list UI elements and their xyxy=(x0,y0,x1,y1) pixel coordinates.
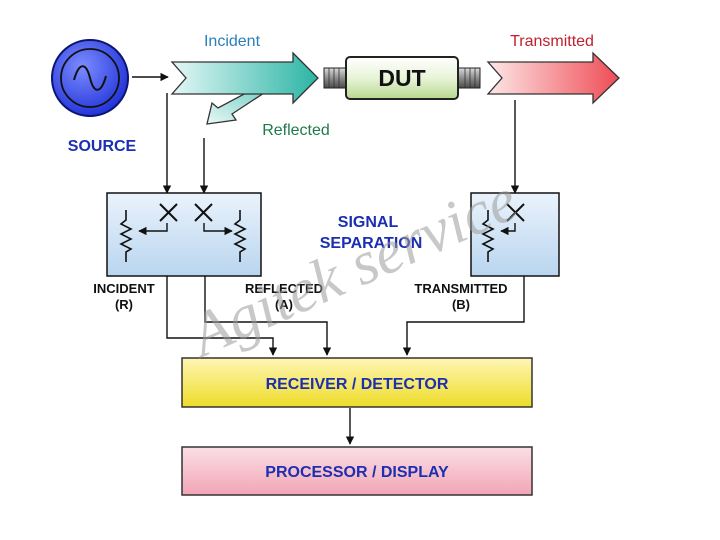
port-incident-sub: (R) xyxy=(115,297,133,312)
signal-separation-left xyxy=(106,192,262,277)
incident-arrow xyxy=(170,51,319,105)
source-inner-ring xyxy=(60,48,120,108)
processor-display: PROCESSOR / DISPLAY xyxy=(181,446,533,496)
dut-label: DUT xyxy=(378,65,425,91)
connector-threads xyxy=(328,68,476,88)
reflected-a-line xyxy=(204,276,332,356)
dut-right-connector xyxy=(457,67,481,89)
incident-label: Incident xyxy=(204,33,261,50)
coupled-path xyxy=(203,223,233,236)
sine-wave-icon xyxy=(73,65,107,91)
signal-lines xyxy=(132,72,525,445)
dut-body xyxy=(345,56,459,100)
incident-r-line xyxy=(166,276,278,356)
dut-left-connector xyxy=(323,67,347,89)
transmitted-label: Transmitted xyxy=(510,33,594,50)
signal-separation-label: SIGNAL xyxy=(338,214,399,231)
coupled-path xyxy=(500,223,516,236)
source-label: SOURCE xyxy=(68,138,137,155)
processor-box xyxy=(181,446,533,496)
reflected-arrow xyxy=(206,92,267,125)
receiver-label: RECEIVER / DETECTOR xyxy=(266,376,449,393)
signal-separation-right xyxy=(470,192,560,277)
coupler-cross-icon xyxy=(159,203,178,222)
source: SOURCE xyxy=(51,39,137,155)
port-reflected-sub: (A) xyxy=(275,297,293,312)
coupler-cross-icon xyxy=(506,203,525,222)
resistor-icon xyxy=(481,210,495,262)
reflected-label: Reflected xyxy=(262,122,330,139)
transmitted-b-line xyxy=(402,276,525,356)
coupled-path xyxy=(138,223,168,236)
port-incident-label: INCIDENT xyxy=(93,281,154,296)
coupler-cross-icon xyxy=(194,203,213,222)
separation-box-left xyxy=(106,192,262,277)
dut: DUT xyxy=(323,56,481,100)
receiver-box xyxy=(181,357,533,408)
port-transmitted-label: TRANSMITTED xyxy=(414,281,507,296)
receiver-detector: RECEIVER / DETECTOR xyxy=(181,357,533,408)
signal-separation-label: SEPARATION xyxy=(320,235,423,252)
resistor-icon xyxy=(233,210,247,262)
resistor-icon xyxy=(119,210,133,262)
processor-label: PROCESSOR / DISPLAY xyxy=(265,464,449,481)
port-transmitted-sub: (B) xyxy=(452,297,470,312)
port-reflected-label: REFLECTED xyxy=(245,281,323,296)
transmitted-arrow xyxy=(486,51,620,105)
